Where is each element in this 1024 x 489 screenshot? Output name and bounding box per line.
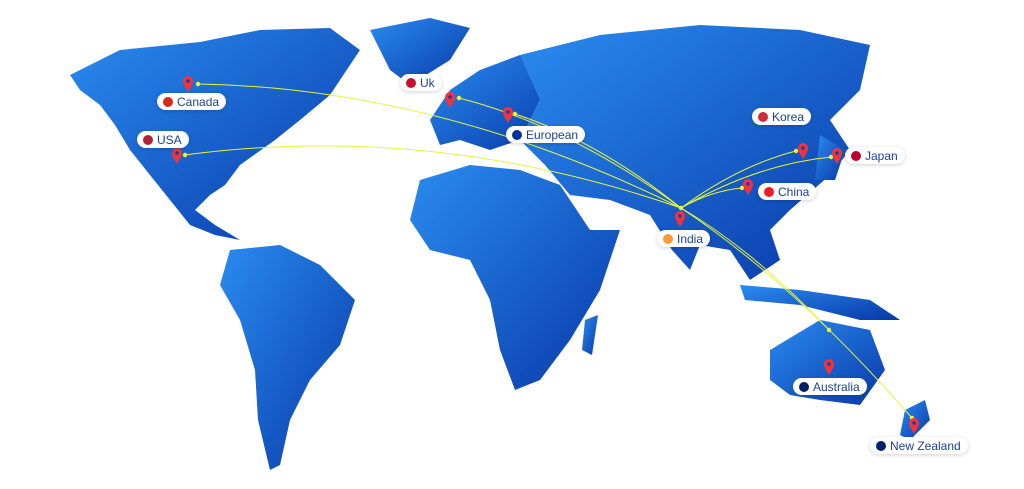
location-name: Uk — [420, 75, 435, 90]
europe — [430, 55, 560, 150]
route-endpoint-dot — [739, 185, 745, 191]
pin-center — [175, 151, 179, 155]
flag-icon — [406, 77, 416, 88]
location-pin-icon[interactable] — [743, 179, 753, 195]
location-pin-icon[interactable] — [675, 211, 685, 227]
location-name: European — [526, 127, 579, 142]
route-endpoint-dot — [678, 205, 684, 211]
pin-center — [827, 362, 831, 366]
route-endpoint-dot — [826, 327, 832, 333]
indonesia — [740, 285, 900, 320]
africa — [410, 165, 620, 390]
location-pin-icon[interactable] — [824, 359, 834, 375]
location-label-usa[interactable]: USA — [137, 131, 189, 148]
location-label-uk[interactable]: Uk — [400, 74, 442, 91]
pin-center — [186, 79, 190, 83]
flag-icon — [764, 186, 774, 197]
location-pin-icon[interactable] — [798, 143, 808, 159]
route-line — [680, 207, 913, 419]
location-pin-icon[interactable] — [183, 76, 193, 92]
south-america — [220, 245, 355, 470]
location-label-european[interactable]: European — [506, 126, 586, 143]
location-label-korea[interactable]: Korea — [752, 108, 812, 125]
madagascar — [582, 315, 598, 355]
asia — [520, 25, 870, 280]
pin-center — [746, 182, 750, 186]
location-label-china[interactable]: China — [758, 183, 817, 200]
flag-icon — [758, 111, 768, 122]
location-pin-icon[interactable] — [503, 107, 513, 123]
pin-center — [801, 146, 805, 150]
flag-icon — [851, 150, 861, 161]
location-pin-icon[interactable] — [832, 148, 842, 164]
location-name: Australia — [813, 379, 860, 394]
location-label-japan[interactable]: Japan — [845, 147, 905, 164]
greenland — [370, 18, 470, 85]
flag-icon — [663, 233, 673, 244]
location-name: China — [778, 184, 810, 199]
pin-center — [912, 421, 916, 425]
route-line — [680, 187, 743, 209]
location-name: New Zealand — [890, 438, 961, 453]
location-name: India — [677, 231, 704, 246]
route-line — [680, 207, 830, 331]
route-line — [184, 145, 682, 209]
location-label-india[interactable]: India — [657, 230, 711, 247]
route-endpoint-dot — [828, 154, 834, 160]
route-endpoint-dot — [456, 95, 462, 101]
flag-icon — [799, 381, 809, 392]
location-name: USA — [157, 132, 182, 147]
location-label-new-zealand[interactable]: New Zealand — [870, 437, 968, 454]
route-line — [680, 150, 797, 209]
location-label-canada[interactable]: Canada — [157, 93, 227, 110]
flag-icon — [163, 96, 173, 107]
pin-center — [506, 110, 510, 114]
flag-icon — [876, 440, 886, 451]
location-pin-icon[interactable] — [909, 418, 919, 434]
location-name: Canada — [177, 94, 220, 109]
location-name: Japan — [865, 148, 898, 163]
flag-icon — [512, 129, 522, 140]
pin-center — [678, 214, 682, 218]
route-endpoint-dot — [195, 81, 201, 87]
location-name: Korea — [772, 109, 805, 124]
route-line — [680, 156, 832, 209]
route-endpoint-dot — [512, 111, 518, 117]
location-label-australia[interactable]: Australia — [793, 378, 867, 395]
north-america — [70, 28, 360, 240]
pin-center — [448, 95, 452, 99]
route-line — [197, 83, 682, 209]
flag-icon — [143, 134, 153, 145]
route-endpoint-dot — [182, 152, 188, 158]
pin-center — [835, 151, 839, 155]
route-endpoint-dot — [793, 148, 799, 154]
route-line — [514, 113, 682, 209]
location-pin-icon[interactable] — [172, 148, 182, 164]
location-pin-icon[interactable] — [445, 92, 455, 108]
